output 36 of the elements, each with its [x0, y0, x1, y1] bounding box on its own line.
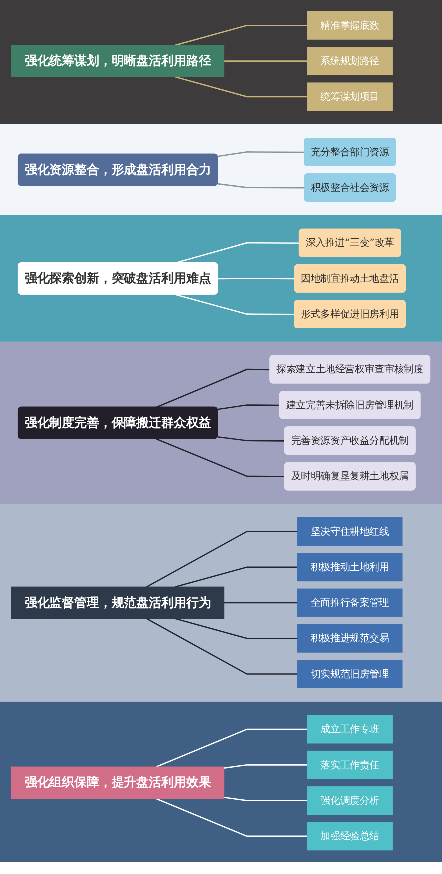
- connector: [175, 618, 298, 640]
- connector: [175, 76, 308, 98]
- connector: [156, 728, 308, 768]
- connector: [146, 531, 298, 588]
- connector: [218, 152, 305, 158]
- connector: [224, 764, 308, 769]
- connector: [146, 618, 298, 675]
- connector: [224, 602, 298, 604]
- node-box: 强化监督管理，规范盘活利用行为: [11, 586, 225, 620]
- node-box: 坚决守住耕地红线: [298, 518, 403, 546]
- node-box: 强化调度分析: [307, 786, 393, 816]
- connector: [218, 183, 305, 189]
- node-box: 强化统筹谋划，明晰盘活利用路径: [11, 45, 225, 78]
- connector: [224, 60, 308, 62]
- connector: [176, 294, 295, 316]
- node-box: 成立工作专班: [307, 715, 393, 744]
- connector: [176, 242, 300, 264]
- node-box: 系统规划路径: [307, 47, 393, 76]
- node-box: 精准掌握底数: [307, 11, 393, 40]
- node-box: 加强经验总结: [307, 822, 393, 851]
- connector: [218, 436, 286, 442]
- node-box: 全面推行备案管理: [298, 588, 403, 618]
- connector: [218, 278, 295, 280]
- node-box: 强化组织保障，提升盘活利用效果: [11, 766, 225, 800]
- connector: [156, 438, 286, 478]
- node-box: 积极推动土地利用: [298, 553, 403, 582]
- connector: [156, 798, 308, 838]
- connector: [175, 566, 298, 588]
- node-box: 落实工作责任: [307, 750, 393, 780]
- connector: [156, 368, 270, 408]
- connector: [175, 25, 308, 46]
- node-box: 统筹谋划项目: [307, 82, 393, 112]
- connector: [218, 404, 280, 410]
- node-box: 切实规范旧房管理: [298, 660, 403, 688]
- node-box: 积极推进规范交易: [298, 624, 403, 653]
- connector: [224, 797, 308, 802]
